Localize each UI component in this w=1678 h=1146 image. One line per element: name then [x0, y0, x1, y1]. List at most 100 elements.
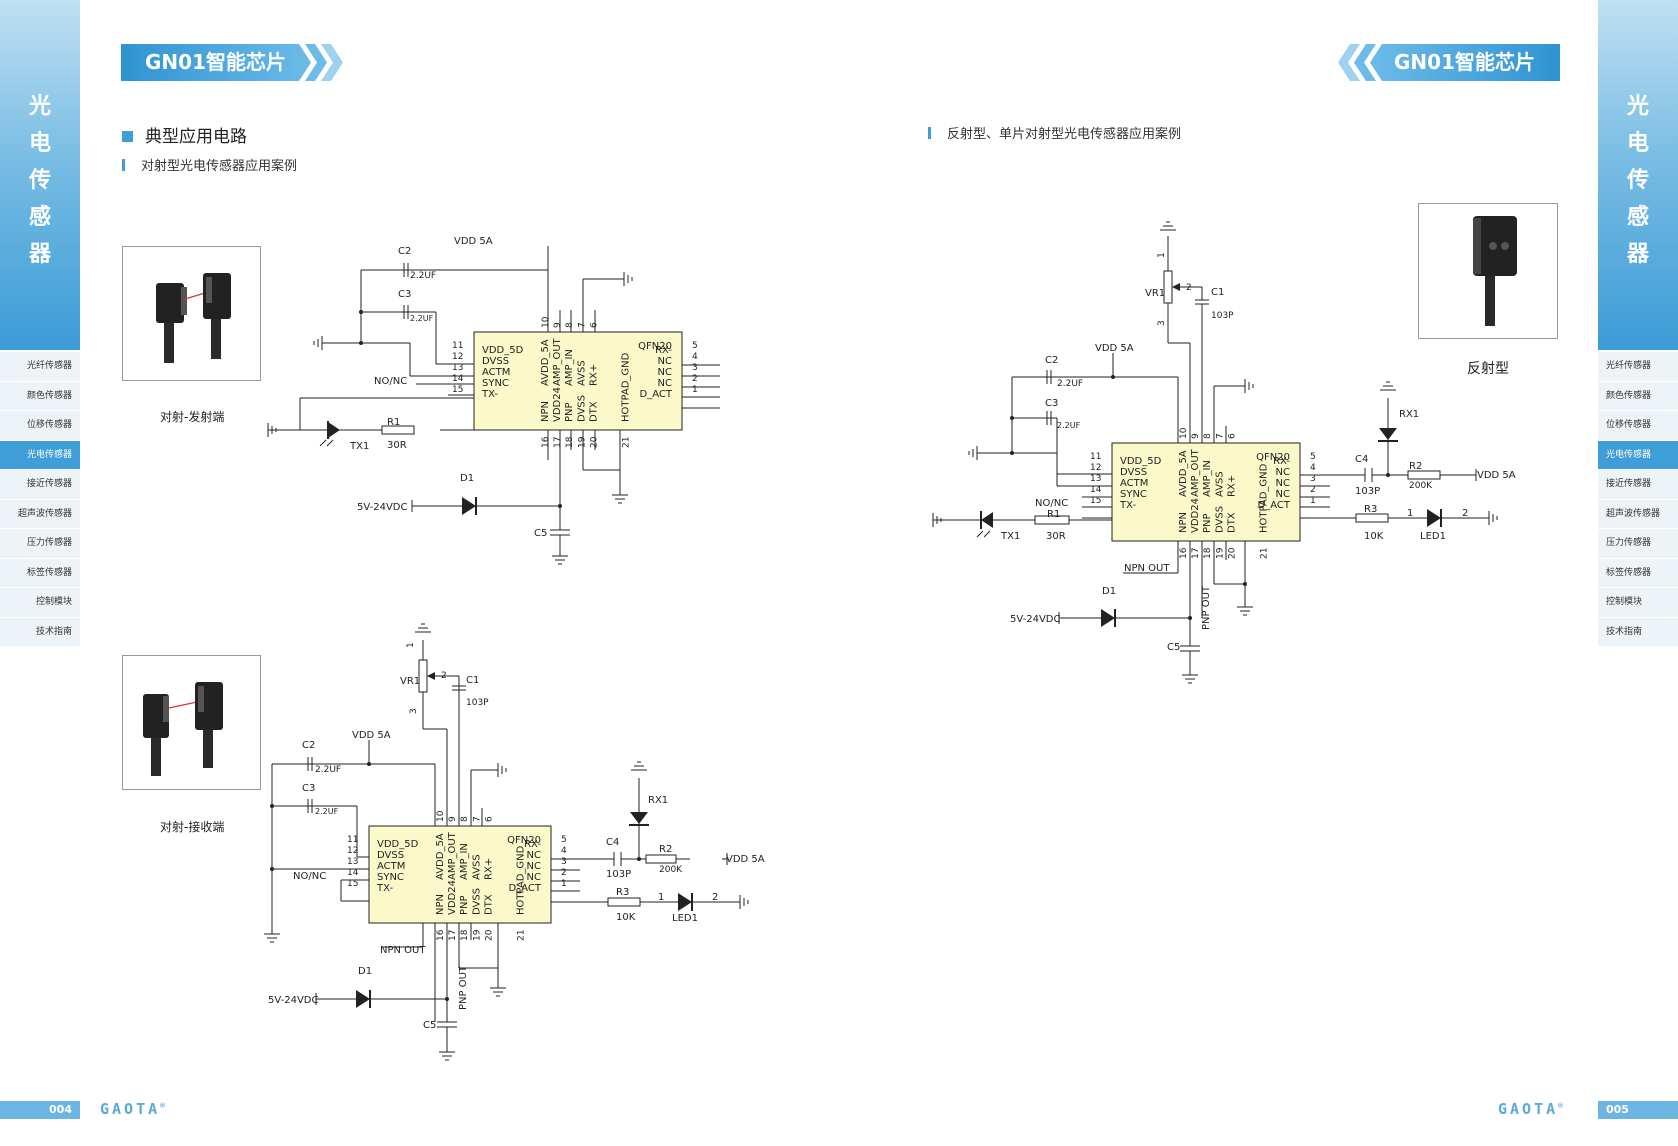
chip-pin-number: 4 — [1310, 463, 1316, 473]
led-label: LED1 — [672, 913, 698, 924]
led-pin-label: 2 — [1462, 508, 1468, 519]
tx-led-icon — [328, 422, 340, 438]
chip-pin-label: AMP_OUT — [447, 831, 458, 880]
led-pin-label: 1 — [1407, 508, 1413, 519]
chip-pin-label: NPN — [435, 894, 446, 915]
sidebar-item-guide[interactable]: 技术指南 — [0, 617, 80, 647]
chip-pin-number: 2 — [1310, 485, 1316, 495]
cap-value: 103P — [466, 698, 489, 708]
chip-pin-label: NC — [1276, 489, 1290, 500]
chip-pin-number: 18 — [460, 929, 470, 941]
chip-pin-label: RX- — [524, 839, 541, 850]
chip-pin-label: DTX — [588, 401, 599, 422]
sidebar-nav: 光纤传感器 颜色传感器 位移传感器 光电传感器 接近传感器 超声波传感器 压力传… — [0, 352, 80, 647]
sidebar-item-control[interactable]: 控制模块 — [1598, 588, 1678, 618]
chip-pin-label: NC — [527, 872, 541, 883]
caption-receiver: 对射-接收端 — [160, 820, 225, 834]
chip-pin-label: AVSS — [1214, 471, 1225, 497]
chip-pin-number: 6 — [484, 816, 494, 822]
sidebar-nav: 光纤传感器 颜色传感器 位移传感器 光电传感器 接近传感器 超声波传感器 压力传… — [1598, 352, 1678, 647]
chip-pin-number: 13 — [452, 363, 463, 373]
chip-pin-number: 19 — [577, 436, 587, 448]
sidebar-item-displacement[interactable]: 位移传感器 — [0, 411, 80, 441]
cap-label: C4 — [606, 837, 619, 848]
chip-pin-number: 16 — [436, 929, 446, 941]
brand-logo: GAOTA® — [100, 1100, 165, 1118]
pot-pin-label: 1 — [406, 642, 416, 648]
banner-shape — [1338, 44, 1560, 81]
npn-out-label: NPN OUT — [380, 945, 426, 956]
sidebar-item-control[interactable]: 控制模块 — [0, 588, 80, 618]
bar-bullet-icon — [122, 159, 125, 171]
chip-pin-number: 18 — [1203, 547, 1213, 559]
sidebar-item-color[interactable]: 颜色传感器 — [0, 381, 80, 411]
sidebar-item-pressure[interactable]: 压力传感器 — [0, 529, 80, 559]
chip-pin-number: 8 — [460, 816, 470, 822]
rx-photodiode-icon — [1379, 428, 1397, 440]
sidebar-item-guide[interactable]: 技术指南 — [1598, 617, 1678, 647]
cap-label: C5 — [423, 1020, 436, 1031]
cap-value: 103P — [606, 869, 631, 880]
chip-qfn20 — [1111, 442, 1301, 542]
chip-pin-label: DTX — [1226, 512, 1237, 533]
chip-pin-label: DVSS — [377, 850, 404, 861]
cap-label: C5 — [534, 528, 547, 539]
chip-pin-number: 15 — [452, 385, 463, 395]
right-sidebar: 光 电 传 感 器 光纤传感器 颜色传感器 位移传感器 光电传感器 接近传感器 … — [1598, 0, 1678, 1146]
chip-pin-number: 20 — [484, 929, 494, 941]
chip-pin-number: 19 — [472, 929, 482, 941]
sidebar-item-fiber[interactable]: 光纤传感器 — [1598, 352, 1678, 382]
chip-pin-number: 9 — [1191, 433, 1201, 439]
sidebar-item-label[interactable]: 标签传感器 — [1598, 558, 1678, 588]
rx-label: RX1 — [648, 795, 668, 806]
resistor-r1 — [381, 425, 415, 435]
chip-pin-number: 9 — [448, 816, 458, 822]
resistor-value: 10K — [616, 912, 636, 923]
supply-label: 5V-24VDC — [357, 502, 407, 513]
sidebar-item-label[interactable]: 标签传感器 — [0, 558, 80, 588]
brand-logo: GAOTA® — [1498, 1100, 1563, 1118]
resistor-label: R2 — [1409, 461, 1422, 472]
chip-pin-number: 6 — [589, 322, 599, 328]
chip-pin-label: DVSS — [1214, 506, 1225, 533]
sidebar-item-proximity[interactable]: 接近传感器 — [0, 470, 80, 500]
chip-pin-number: 14 — [1090, 485, 1102, 495]
chip-pin-label: HOTPAD_GND — [620, 352, 631, 422]
sidebar-title-char: 光 — [1626, 94, 1649, 119]
chip-pin-number: 12 — [1090, 463, 1101, 473]
sidebar-item-displacement[interactable]: 位移传感器 — [1598, 411, 1678, 441]
sidebar-item-ultrasonic[interactable]: 超声波传感器 — [0, 499, 80, 529]
chip-pin-number: 19 — [1215, 547, 1225, 559]
sidebar-title-char: 电 — [28, 131, 51, 156]
chip-pin-number: 11 — [347, 835, 358, 845]
resistor-label: R1 — [387, 417, 400, 428]
chip-pin-number: 7 — [1215, 433, 1225, 439]
chip-pin-label: DVSS — [471, 888, 482, 915]
sidebar-title-char: 感 — [1626, 205, 1649, 230]
sidebar-item-ultrasonic[interactable]: 超声波传感器 — [1598, 499, 1678, 529]
sidebar-header: 光 电 传 感 器 — [1598, 0, 1678, 350]
sidebar-item-fiber[interactable]: 光纤传感器 — [0, 352, 80, 382]
chip-pin-label: TX- — [376, 883, 393, 894]
reflective-sensor-image — [1473, 216, 1517, 326]
bar-bullet-icon — [928, 127, 931, 139]
chip-qfn20 — [368, 825, 552, 924]
brand-logo-text: GAOTA — [100, 1100, 161, 1118]
diode-label: D1 — [460, 473, 474, 484]
chip-pin-label: NC — [658, 367, 672, 378]
through-beam-sensor-image — [156, 273, 231, 363]
sidebar-title-char: 传 — [28, 168, 51, 193]
sidebar-item-photoelectric[interactable]: 光电传感器 — [0, 440, 80, 470]
sidebar-title-char: 光 — [28, 94, 51, 119]
chip-pin-label: PNP — [459, 895, 470, 915]
resistor-label: R1 — [1047, 509, 1060, 520]
chip-pin-label: RX+ — [1226, 475, 1237, 497]
chip-pin-label: D_ACT — [509, 883, 542, 894]
sidebar-item-pressure[interactable]: 压力传感器 — [1598, 529, 1678, 559]
sidebar-item-photoelectric[interactable]: 光电传感器 — [1598, 440, 1678, 470]
sidebar-item-color[interactable]: 颜色传感器 — [1598, 381, 1678, 411]
sidebar-item-proximity[interactable]: 接近传感器 — [1598, 470, 1678, 500]
chip-pin-number: 12 — [347, 846, 358, 856]
chip-pin-label: NC — [658, 356, 672, 367]
